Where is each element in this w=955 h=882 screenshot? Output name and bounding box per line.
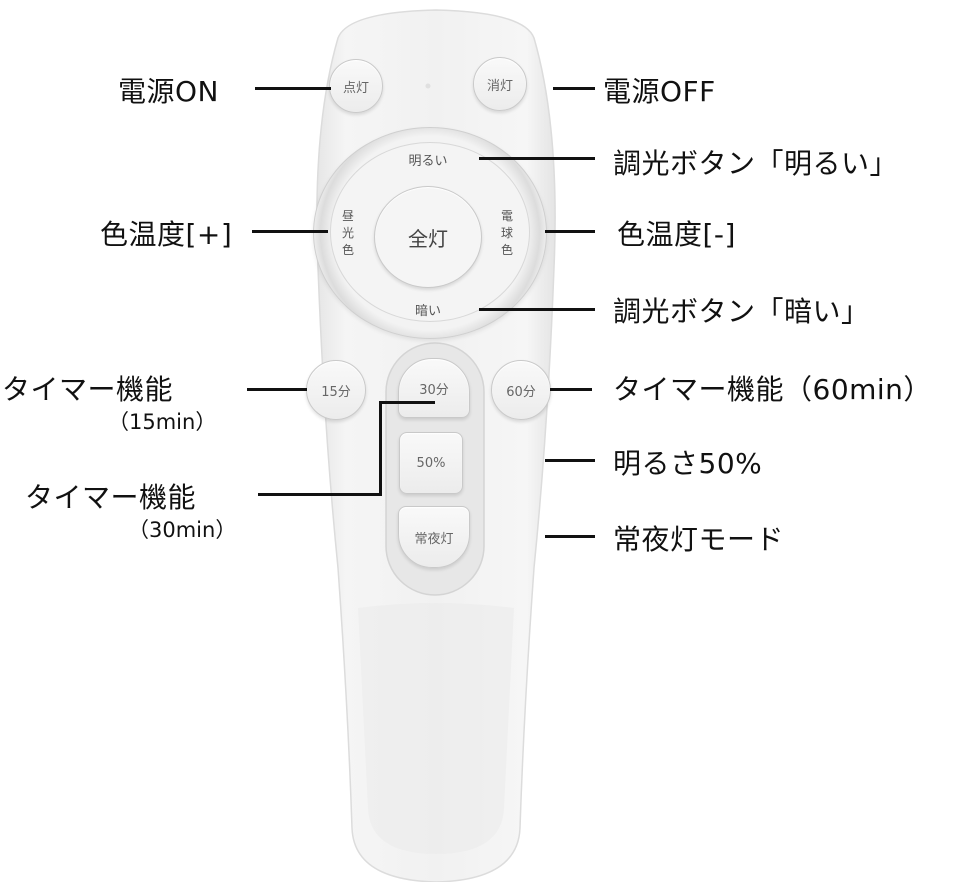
- brighter-button-label: 明るい: [408, 154, 448, 169]
- callout-color-temp-plus: 色温度[+]: [100, 218, 233, 251]
- timer-60-button[interactable]: 60分: [491, 360, 551, 420]
- callout-line-night: [545, 535, 595, 538]
- callout-line-timer-30-v: [379, 401, 382, 495]
- night-light-button[interactable]: 常夜灯: [398, 506, 470, 568]
- power-off-button[interactable]: 消灯: [473, 57, 527, 111]
- timer-60-button-label: 60分: [506, 384, 536, 400]
- half-brightness-button[interactable]: 50%: [399, 432, 463, 494]
- callout-line-timer-30-h1: [380, 401, 435, 404]
- callout-dim-down: 調光ボタン「暗い」: [613, 295, 870, 328]
- power-off-button-label: 消灯: [486, 78, 513, 94]
- warm-color-button-label: 電球色: [500, 209, 513, 257]
- brighter-button[interactable]: 明るい: [388, 150, 468, 169]
- power-on-button[interactable]: 点灯: [329, 59, 383, 113]
- callout-line-power-on: [255, 87, 331, 90]
- callout-color-temp-minus: 色温度[-]: [617, 218, 736, 251]
- daylight-color-button-label: 昼光色: [341, 209, 354, 257]
- callout-line-dim-up: [479, 157, 595, 160]
- power-on-button-label: 点灯: [342, 80, 369, 96]
- callout-power-off: 電源OFF: [603, 75, 716, 108]
- daylight-color-button[interactable]: 昼光色: [340, 208, 356, 259]
- timer-30-button-label: 30分: [419, 382, 449, 398]
- warm-color-button[interactable]: 電球色: [499, 208, 515, 259]
- callout-timer-15-title: タイマー機能: [2, 373, 174, 406]
- dimmer-button-label: 暗い: [414, 304, 441, 319]
- dimmer-button[interactable]: 暗い: [388, 300, 468, 319]
- callout-timer-15-sub: （15min）: [108, 410, 217, 434]
- callout-timer-30-title: タイマー機能: [25, 481, 197, 514]
- night-light-button-label: 常夜灯: [414, 531, 454, 547]
- callout-dim-up: 調光ボタン「明るい」: [613, 147, 899, 180]
- callout-timer-60: タイマー機能（60min）: [613, 373, 932, 406]
- timer-30-button[interactable]: 30分: [398, 358, 470, 418]
- callout-line-brightness-50: [545, 459, 595, 462]
- full-light-button[interactable]: 全灯: [374, 186, 482, 288]
- callout-line-timer-30-h2: [258, 493, 382, 496]
- half-brightness-button-label: 50%: [416, 455, 446, 471]
- callout-timer-30-sub: （30min）: [128, 518, 237, 542]
- callout-line-color-plus: [252, 230, 328, 233]
- full-light-button-label: 全灯: [408, 226, 448, 251]
- callout-night-mode: 常夜灯モード: [613, 523, 785, 556]
- timer-15-button-label: 15分: [321, 384, 351, 400]
- timer-15-button[interactable]: 15分: [306, 360, 366, 420]
- callout-line-timer-15: [247, 388, 307, 391]
- callout-brightness-50: 明るさ50%: [613, 447, 763, 480]
- callout-line-dim-down: [479, 308, 595, 311]
- callout-line-color-minus: [545, 230, 595, 233]
- callout-line-power-off: [553, 87, 595, 90]
- callout-power-on: 電源ON: [118, 75, 219, 108]
- callout-line-timer-60: [550, 388, 592, 391]
